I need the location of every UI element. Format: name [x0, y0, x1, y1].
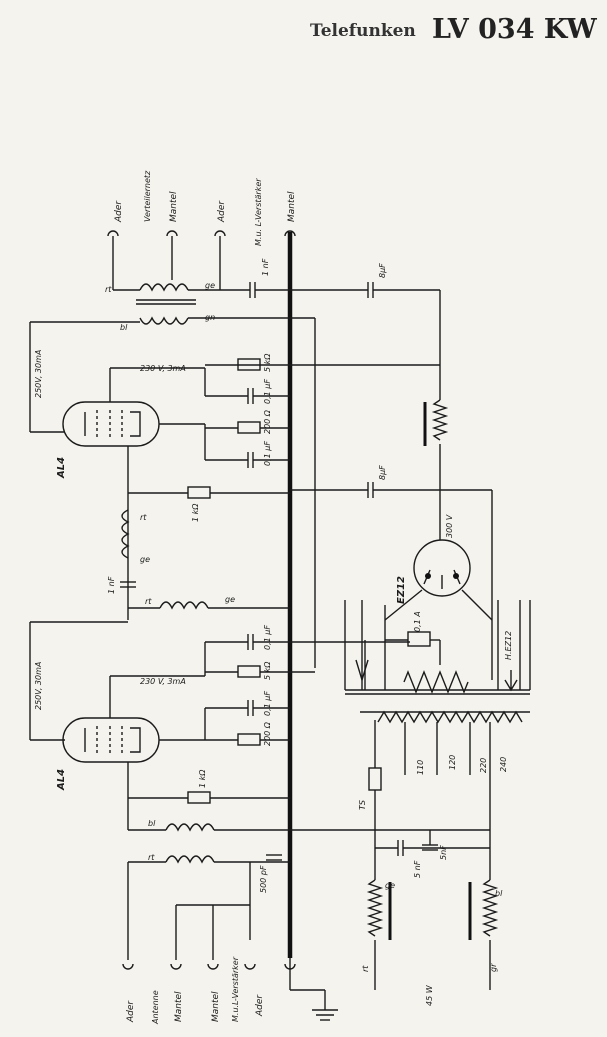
wire-gn-1: gn — [205, 313, 215, 322]
tube-ez12 — [384, 520, 493, 621]
svg-text:TS: TS — [358, 800, 367, 810]
svg-text:M.u.L-Verstärker: M.u.L-Verstärker — [231, 956, 240, 1022]
svg-text:5 kΩ: 5 kΩ — [263, 353, 272, 372]
cap-8uF-b: 8µF — [290, 465, 493, 680]
tube-label-al4-upper: AL4 — [56, 457, 67, 479]
cap-8uF-a: 8µF — [290, 263, 440, 298]
cap-1nF-top: 1 nF — [249, 258, 290, 298]
top-label-ader1: Ader — [114, 200, 124, 223]
svg-text:8µF: 8µF — [378, 465, 387, 480]
svg-text:110: 110 — [416, 760, 425, 775]
top-label-mul-verstaerker: M.u. L-Verstärker — [254, 178, 263, 246]
svg-text:0,1 µF: 0,1 µF — [263, 441, 272, 466]
svg-text:5 nF: 5 nF — [413, 860, 422, 878]
wire-rt-2: rt — [140, 513, 147, 522]
svg-text:Ader: Ader — [126, 1000, 136, 1023]
svg-text:5 kΩ: 5 kΩ — [263, 661, 272, 680]
svg-text:220: 220 — [479, 758, 488, 773]
heater-lower: 230 V, 3mA — [140, 677, 186, 686]
svg-text:500 pF: 500 pF — [259, 865, 268, 893]
wire-rt-3: rt — [145, 597, 152, 606]
wire-ge-3: ge — [225, 595, 235, 604]
svg-text:1 kΩ: 1 kΩ — [191, 503, 200, 522]
supply-lower: 250V, 30mA — [34, 662, 43, 710]
supply-upper: 250V, 30mA — [34, 350, 43, 398]
bottom-terminals: Ader Antenne Mantel Mantel M.u.L-Verstär… — [122, 956, 296, 1025]
mains-section: TS 5 nF 5nF ge rt bl gr 45 W — [358, 720, 503, 1006]
wire-bl-2: bl — [148, 819, 156, 828]
svg-text:5nF: 5nF — [439, 845, 448, 860]
tube-al4-upper — [62, 368, 205, 620]
input-transformer: rt ge bl gn — [29, 281, 316, 668]
top-label-mantel1: Mantel — [169, 191, 179, 222]
top-label-ader2: Ader — [217, 200, 227, 223]
svg-text:120: 120 — [448, 755, 457, 770]
tube-label-ez12: EZ12 — [396, 576, 407, 604]
upper-rc-network: 5 kΩ 0,1 µF 200 Ω 0,1 µF — [204, 353, 315, 468]
rect-voltage: 300 V — [445, 514, 454, 538]
svg-text:Ader: Ader — [255, 994, 265, 1017]
top-label-mantel2: Mantel — [287, 191, 297, 222]
svg-text:0,1 µF: 0,1 µF — [263, 625, 272, 650]
svg-text:Mantel: Mantel — [211, 991, 221, 1022]
model-title: LV 034 KW — [432, 14, 597, 45]
svg-text:0,1 A: 0,1 A — [413, 611, 422, 632]
ground-symbol — [289, 958, 338, 1021]
wire-bl-5: bl — [495, 889, 503, 898]
svg-text:0,1 µF: 0,1 µF — [263, 379, 272, 404]
svg-text:Antenne: Antenne — [151, 990, 160, 1025]
svg-text:200 Ω: 200 Ω — [263, 721, 272, 746]
svg-text:H.EZ12: H.EZ12 — [504, 631, 513, 660]
wire-bl-1: bl — [120, 323, 128, 332]
power-rating: 45 W — [425, 984, 434, 1006]
svg-text:0,1 µF: 0,1 µF — [263, 691, 272, 716]
wire-ge-2: ge — [140, 555, 150, 564]
svg-text:Mantel: Mantel — [174, 991, 184, 1022]
tube-al4-lower — [29, 621, 205, 830]
interstage: 1 kΩ rt ge 1 nF rt ge — [107, 486, 290, 610]
wire-ge-1: ge — [205, 281, 215, 290]
svg-text:240: 240 — [499, 757, 508, 772]
wire-rt-4: rt — [148, 853, 155, 862]
lower-rc-network: 0,1 µF 5 kΩ 0,1 µF 200 Ω — [204, 625, 410, 746]
resistor-filter — [423, 399, 449, 520]
svg-text:1 nF: 1 nF — [107, 576, 116, 594]
top-terminals: Ader Verteilernetz Mantel Ader M.u. L-Ve… — [107, 170, 297, 290]
wire-rt-5: ge — [385, 881, 395, 890]
power-transformer: 0,1 A H.EZ12 110 120 220 240 — [344, 600, 531, 775]
wire-ge-5: rt — [361, 965, 370, 972]
top-label-verteilernetz: Verteilernetz — [143, 170, 152, 222]
lower-input: 1 kΩ bl rt 500 pF — [127, 769, 490, 960]
svg-text:200 Ω: 200 Ω — [263, 409, 272, 434]
svg-text:1 kΩ: 1 kΩ — [198, 769, 207, 788]
svg-text:1 nF: 1 nF — [261, 258, 270, 276]
wire-gr-5: gr — [489, 963, 498, 972]
wire-rt-1: rt — [105, 285, 112, 294]
tube-label-al4-lower: AL4 — [56, 769, 67, 791]
svg-text:8µF: 8µF — [378, 263, 387, 278]
brand-title: Telefunken — [310, 21, 416, 41]
